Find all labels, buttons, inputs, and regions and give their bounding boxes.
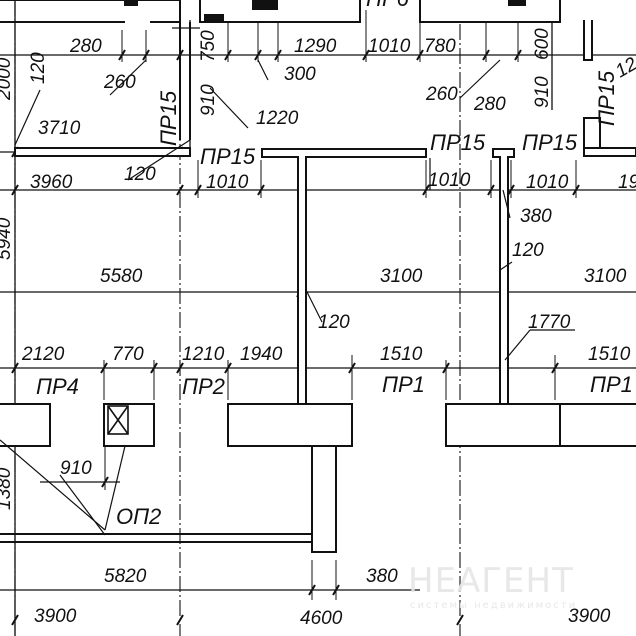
wall-top-right — [419, 0, 561, 23]
dim-1510-center: 1510 — [380, 344, 423, 365]
mark-pr2: ПР2 — [182, 374, 225, 399]
dim-600: 600 — [532, 28, 553, 60]
dim-19-edge: 19 — [618, 172, 636, 193]
top-fixtures — [124, 0, 526, 22]
watermark-brand: НЕАГЕНТ — [408, 561, 574, 601]
mark-pr15-vertical-right: ПР15 — [594, 70, 619, 126]
wall-lower-segment-1 — [103, 403, 155, 447]
dim-120-top: 120 — [28, 52, 49, 84]
wall-lower-segment-3 — [445, 403, 561, 447]
dim-1290: 1290 — [294, 36, 337, 57]
wall-lower-main — [0, 403, 51, 447]
dim-910-right: 910 — [532, 76, 553, 108]
mark-pr1-right: ПР1 — [590, 372, 633, 397]
wall-top-mid — [199, 0, 361, 23]
dim-5820: 5820 — [104, 566, 147, 587]
dim-260-b: 260 — [425, 84, 458, 105]
dim-1940: 1940 — [240, 344, 283, 365]
leader-lines — [0, 27, 575, 536]
mark-pr4: ПР4 — [36, 374, 79, 399]
dim-1010-top: 1010 — [368, 36, 411, 57]
dim-3100-center: 3100 — [380, 266, 423, 287]
dim-2120: 2120 — [21, 344, 65, 365]
dim-280: 280 — [69, 36, 102, 57]
dim-5940-left: 5940 — [0, 217, 15, 260]
wall-bottom — [0, 533, 312, 543]
dim-770: 770 — [112, 344, 144, 365]
dim-300: 300 — [284, 64, 316, 85]
mark-op2: ОП2 — [116, 504, 161, 529]
dim-280-b: 280 — [473, 94, 506, 115]
mark-pr15-right: ПР15 — [522, 130, 578, 155]
wall-lower-segment-2 — [227, 403, 353, 447]
dim-120-right: 120 — [512, 240, 544, 261]
dim-1010-right: 1010 — [526, 172, 569, 193]
walls — [0, 0, 636, 553]
dim-3960: 3960 — [30, 172, 73, 193]
dim-380-bottom: 380 — [366, 566, 398, 587]
dim-120-center: 120 — [318, 312, 350, 333]
ventilation-shaft-icon — [107, 405, 129, 435]
column-lower — [311, 445, 337, 553]
dim-3900-right: 3900 — [568, 606, 611, 627]
wall-lower-right — [560, 403, 636, 447]
mark-pr15-vertical-left: ПР15 — [156, 90, 181, 146]
dim-260: 260 — [103, 72, 136, 93]
dim-3710: 3710 — [38, 118, 81, 139]
mark-pr15-center: ПР15 — [430, 130, 486, 155]
dim-3900-left: 3900 — [34, 606, 77, 627]
dimension-ticks — [11, 49, 580, 626]
dim-1510-right: 1510 — [588, 344, 631, 365]
mark-pr15-left: ПР15 — [200, 144, 256, 169]
dim-1210: 1210 — [182, 344, 225, 365]
dimension-labels: 280 260 750 1290 300 1010 780 600 260 28… — [0, 28, 636, 629]
dim-910-bottom: 910 — [60, 458, 92, 479]
partition-left-horizontal — [14, 147, 191, 157]
dim-1770: 1770 — [528, 312, 571, 333]
dim-1380-left: 1380 — [0, 467, 15, 510]
dim-1010-center: 1010 — [428, 170, 471, 191]
dim-750: 750 — [198, 30, 219, 62]
watermark-tagline: системы недвижимости — [410, 600, 577, 611]
dim-780: 780 — [424, 36, 456, 57]
mark-pr6-top: ПР6 — [366, 0, 410, 11]
dim-380-right: 380 — [520, 206, 552, 227]
mark-pr1-center: ПР1 — [382, 372, 425, 397]
watermark: НЕАГЕНТ системы недвижимости — [408, 561, 577, 611]
partition-left-top — [179, 0, 191, 140]
element-marks: ПР6 ПР15 ПР15 ПР15 ПР15 ПР15 ПР4 ПР2 ПР1… — [36, 0, 636, 529]
dim-4600: 4600 — [300, 608, 343, 629]
dim-120-left: 120 — [124, 164, 156, 185]
partition-right-horizontal — [583, 147, 636, 157]
dim-1220: 1220 — [256, 108, 299, 129]
dim-1010-left: 1010 — [206, 172, 249, 193]
dim-2000: 2000 — [0, 57, 15, 101]
dim-910-left: 910 — [198, 84, 219, 116]
wall-top-left — [0, 0, 180, 23]
dim-3100-right: 3100 — [584, 266, 627, 287]
dim-5580: 5580 — [100, 266, 143, 287]
